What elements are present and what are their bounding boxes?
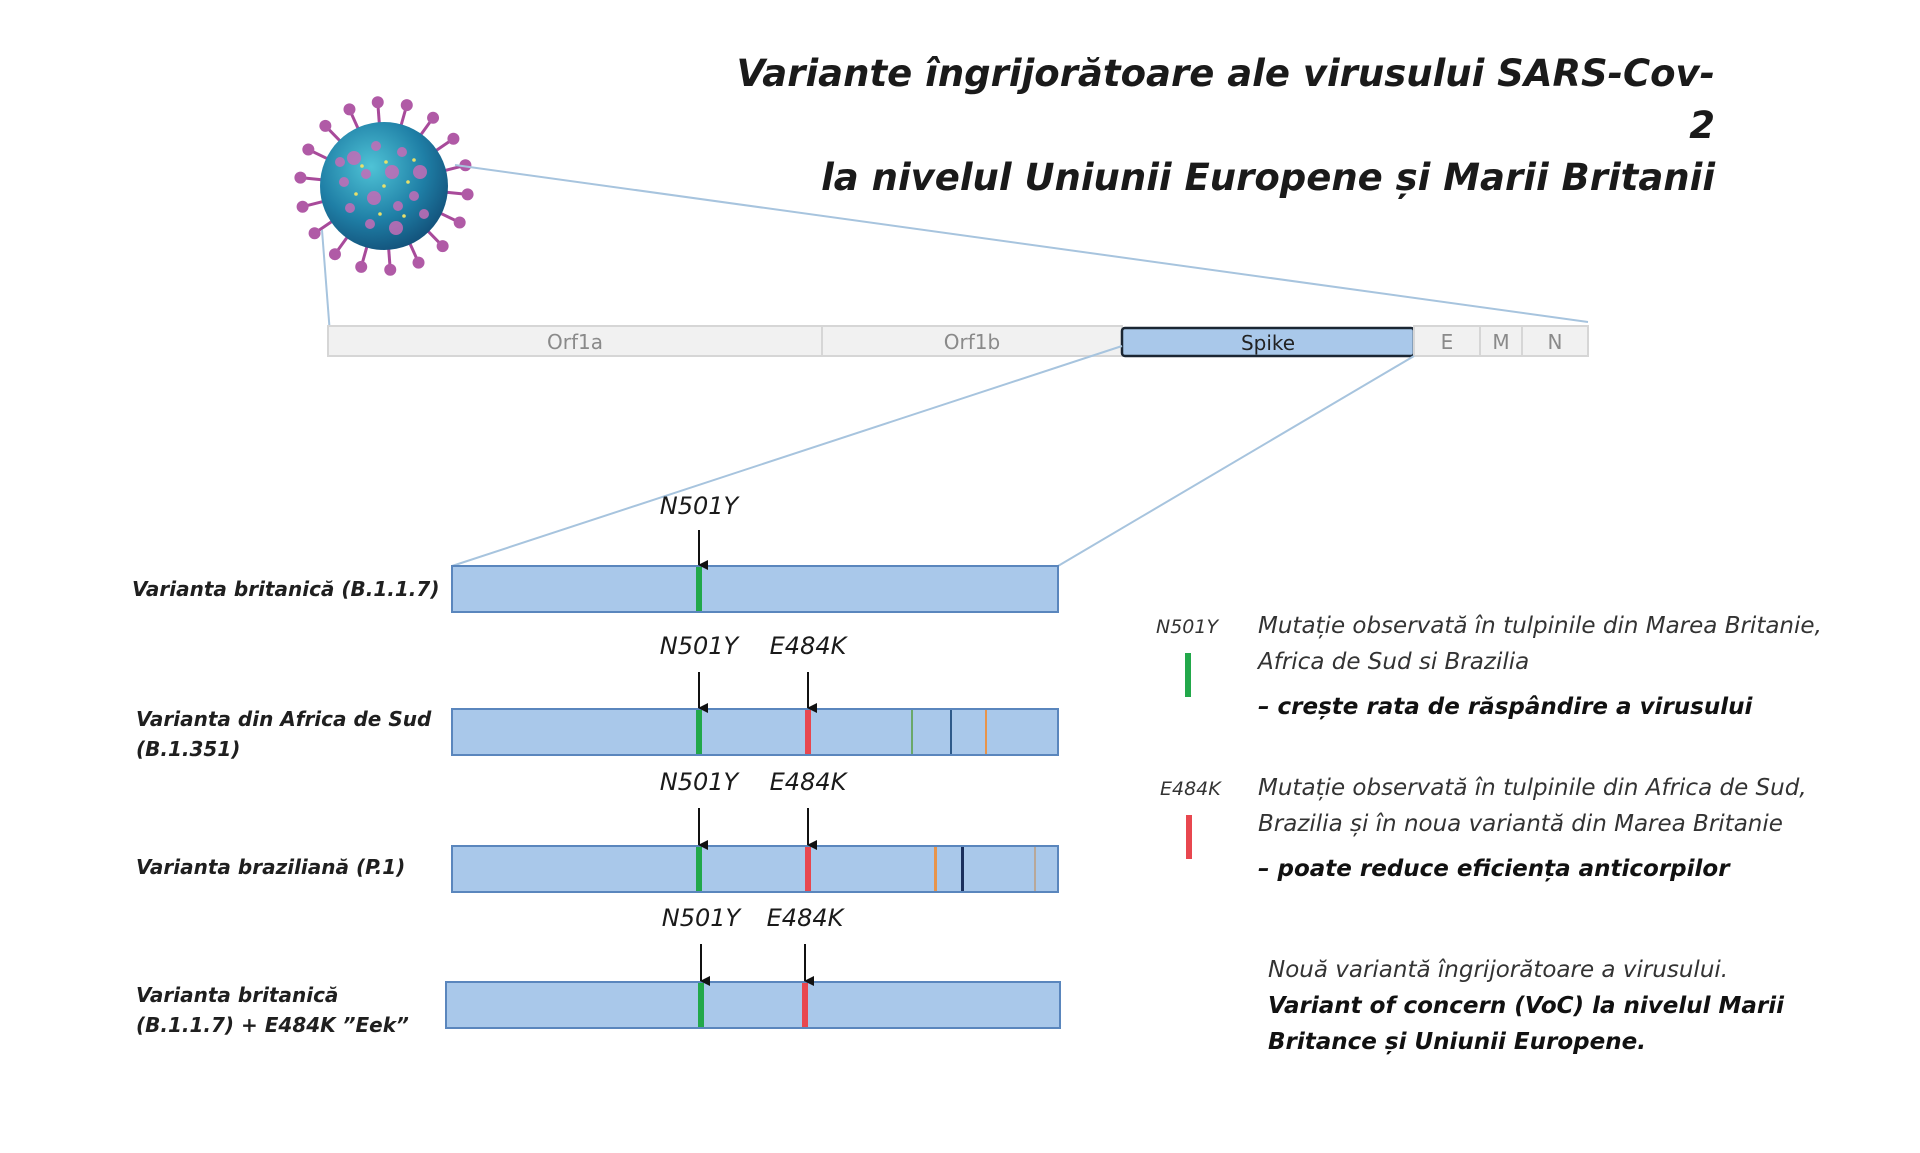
voc-note-line: Nouă variantă îngrijorătoare a virusului… — [1268, 957, 1729, 983]
variant-name-3: Varianta braziliană (P.1) — [136, 855, 406, 879]
virus-surface-protein — [367, 191, 381, 205]
virus-surface-protein — [413, 165, 427, 179]
zoom-lines-virus — [321, 164, 1589, 335]
variant-name-2: Varianta din Africa de Sud (B.1.351) — [136, 707, 432, 761]
virus-surface-dot — [412, 158, 416, 162]
e484k-marker — [805, 847, 811, 891]
genome-segment-orf1b — [821, 325, 1123, 357]
title-line-1: Variante îngrijorătoare ale virusului SA… — [736, 52, 1715, 147]
variant-name-4: Varianta britanică (B.1.1.7) + E484K ”Ee… — [136, 983, 409, 1037]
diagram-title: Variante îngrijorătoare ale virusului SA… — [715, 48, 1715, 204]
legend-marker-n501y — [1185, 653, 1191, 697]
legend-code-e484k: E484K — [1160, 778, 1221, 800]
minor-mutation-marker — [1034, 847, 1036, 891]
mutation-label: N501Y — [659, 632, 739, 660]
virus-surface-protein — [371, 141, 381, 151]
variant-name-1: Varianta britanică (B.1.1.7) — [132, 577, 440, 601]
minor-mutation-marker — [934, 847, 937, 891]
virus-surface-dot — [354, 192, 358, 196]
title-line-2: la nivelul Uniunii Europene și Marii Bri… — [821, 156, 1715, 199]
n501y-marker — [696, 567, 702, 611]
legend-code-n501y: N501Y — [1156, 616, 1219, 638]
n501y-marker — [696, 847, 702, 891]
legend-effect-n501y: – crește rata de răspândire a virusului — [1258, 694, 1753, 720]
minor-mutation-marker — [985, 710, 987, 754]
mutation-label: N501Y — [661, 904, 741, 932]
legend-effect-e484k: – poate reduce eficiența anticorpilor — [1258, 856, 1730, 882]
virus-spike-tip — [453, 216, 466, 229]
virus-surface-protein — [419, 209, 429, 219]
legend-description-e484k: Mutație observată în tulpinile din Afric… — [1258, 775, 1807, 837]
virus-surface-dot — [382, 184, 386, 188]
genome-label-orf1a: Orf1a — [547, 330, 603, 354]
virus-surface-protein — [347, 151, 361, 165]
mutation-label: N501Y — [659, 768, 739, 796]
virus-surface-dot — [402, 214, 406, 218]
genome-label-orf1b: Orf1b — [943, 330, 1001, 354]
virus-spike-tip — [343, 103, 356, 116]
genome-bar — [327, 325, 1589, 358]
virus-spike-tip — [302, 143, 315, 156]
voc-note-bold: Variant of concern (VoC) la nivelul Mari… — [1268, 993, 1785, 1055]
mutation-label: E484K — [766, 904, 844, 932]
virus-surface-protein — [365, 219, 375, 229]
genome-segment-orf1a — [327, 325, 823, 357]
virus-spike-tip — [459, 159, 472, 172]
minor-mutation-marker — [911, 710, 913, 754]
virus-spike-tip — [319, 119, 332, 132]
mutation-label: N501Y — [659, 492, 739, 520]
e484k-marker — [802, 983, 808, 1027]
genome-label-spike: Spike — [1240, 331, 1296, 355]
minor-mutation-marker — [950, 710, 952, 754]
virus-spike-tip — [436, 240, 449, 253]
virus-surface-dot — [384, 160, 388, 164]
virus-spike-tip — [412, 256, 425, 269]
genome-label-m: M — [1492, 330, 1510, 354]
virus-surface-protein — [409, 191, 419, 201]
zoom-lines-spike — [451, 345, 1415, 567]
n501y-marker — [698, 983, 704, 1027]
virus-spike-tip — [308, 227, 321, 240]
virus-surface-dot — [360, 164, 364, 168]
virus-spike-tip — [294, 171, 307, 184]
variant-bar-1 — [451, 530, 1059, 613]
virus-surface-protein — [389, 221, 403, 235]
legend-description-n501y: Mutație observată în tulpinile din Marea… — [1258, 613, 1822, 675]
genome-segment-n — [1521, 325, 1589, 357]
virus-spike-tip — [355, 260, 368, 273]
virus-spike-tip — [447, 132, 460, 145]
variant-bar-4 — [445, 944, 1061, 1029]
legend-marker-e484k — [1186, 815, 1192, 859]
e484k-marker — [805, 710, 811, 754]
virus-surface-protein — [393, 201, 403, 211]
genome-label-n: N — [1547, 330, 1563, 354]
virus-surface-protein — [335, 157, 345, 167]
coronavirus-icon — [294, 96, 474, 276]
mutation-label: E484K — [769, 632, 847, 660]
virus-spike-tip — [400, 99, 413, 112]
virus-spike-tip — [384, 263, 397, 276]
virus-spike-tip — [371, 96, 384, 109]
virus-spike-tip — [427, 111, 440, 124]
minor-mutation-marker — [961, 847, 964, 891]
virus-surface-protein — [397, 147, 407, 157]
virus-surface-dot — [406, 180, 410, 184]
variant-bar-2 — [451, 672, 1059, 756]
virus-surface-dot — [378, 212, 382, 216]
mutation-label: E484K — [769, 768, 847, 796]
genome-label-e: E — [1440, 330, 1454, 354]
virus-spike-tip — [461, 188, 474, 201]
virus-surface-protein — [339, 177, 349, 187]
n501y-marker — [696, 710, 702, 754]
virus-surface-protein — [345, 203, 355, 213]
virus-spike-tip — [296, 200, 309, 213]
virus-spike-tip — [328, 248, 341, 261]
virus-surface-protein — [385, 165, 399, 179]
virus-surface-protein — [361, 169, 371, 179]
variant-bar-3 — [451, 808, 1059, 893]
voc-note: Nouă variantă îngrijorătoare a virusului… — [1268, 952, 1828, 1060]
genome-segment-e — [1413, 325, 1481, 357]
